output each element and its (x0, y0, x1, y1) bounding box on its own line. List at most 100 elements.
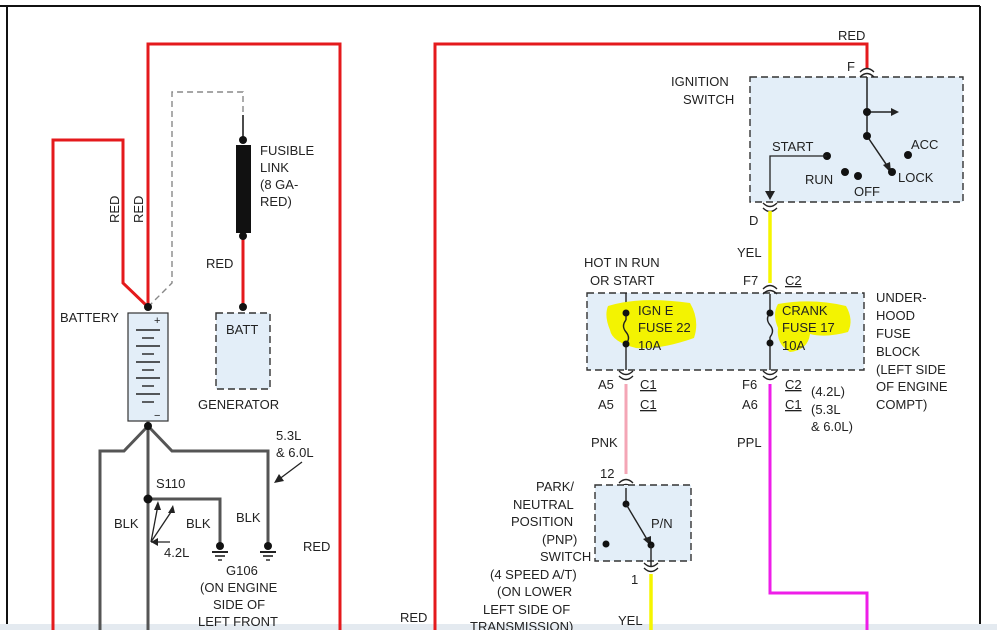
crank-fuse-highlight (775, 301, 851, 352)
crank-fuse (766, 294, 774, 370)
pin-1-label: 1 (631, 572, 638, 587)
ground-splice-dot (144, 422, 152, 430)
lock-dot (888, 168, 896, 176)
red-label-3: RED (206, 256, 233, 271)
svg-text:(ON ENGINE: (ON ENGINE (200, 580, 278, 595)
svg-text:10A: 10A (638, 338, 661, 353)
pnp-blade (625, 503, 649, 542)
battery-pos-dot (144, 303, 152, 311)
ppl-label: PPL (737, 435, 762, 450)
svg-text:(5.3L: (5.3L (811, 402, 841, 417)
pnp-switch-label: PARK/ NEUTRAL POSITION (PNP) SWITCH (4 S… (470, 479, 591, 630)
purple-wire (768, 384, 869, 630)
ground-symbol-1 (212, 542, 228, 561)
pin-1-connector (643, 562, 659, 573)
svg-text:(PNP): (PNP) (542, 532, 577, 547)
a5-label-1: A5 (598, 377, 614, 392)
battery-label: BATTERY (60, 310, 119, 325)
start-contact (769, 155, 827, 196)
c1-label-2: C1 (640, 397, 657, 412)
svg-text:OF ENGINE: OF ENGINE (876, 379, 948, 394)
switch-arm-dot (863, 132, 871, 140)
c1-label-3: C1 (785, 397, 802, 412)
pnp-switch-box (594, 484, 692, 562)
red-wire-main (146, 42, 342, 630)
svg-text:LEFT SIDE OF: LEFT SIDE OF (483, 602, 570, 617)
run-label: RUN (805, 172, 833, 187)
switch-pivot-dot (863, 108, 871, 116)
svg-text:RED): RED) (260, 194, 292, 209)
generator-terminal-box (215, 312, 271, 390)
svg-text:PARK/: PARK/ (536, 479, 574, 494)
svg-text:IGNITION: IGNITION (671, 74, 729, 89)
red-label-4: RED (303, 539, 330, 554)
svg-text:FUSIBLE: FUSIBLE (260, 143, 315, 158)
red-bottom-label: RED (400, 610, 427, 625)
acc-label: ACC (911, 137, 938, 152)
svg-text:5.3L: 5.3L (276, 428, 301, 443)
a5-label-2: A5 (598, 397, 614, 412)
c1-label-1: C1 (640, 377, 657, 392)
switch-arrow-head (891, 108, 899, 116)
a6-label: A6 (742, 397, 758, 412)
f7-connector (762, 284, 778, 295)
svg-text:(ON LOWER: (ON LOWER (497, 584, 572, 599)
acc-dot (904, 151, 912, 159)
svg-text:HOOD: HOOD (876, 308, 915, 323)
battery: + − (127, 312, 169, 422)
svg-text:+: + (154, 315, 160, 327)
fuse-block-label: UNDER- HOOD FUSE BLOCK (LEFT SIDE OF ENG… (876, 290, 948, 412)
pin-12-label: 12 (600, 466, 614, 481)
yel-bottom-label: YEL (618, 613, 643, 628)
red-label-2: RED (131, 196, 146, 223)
svg-text:(8 GA-: (8 GA- (260, 177, 298, 192)
gray-wire-right (146, 424, 270, 546)
svg-text:IGN E: IGN E (638, 303, 674, 318)
svg-text:NEUTRAL: NEUTRAL (513, 497, 574, 512)
c2-top-label: C2 (785, 273, 802, 288)
red-wire-outer (51, 138, 150, 630)
blk-label-2: BLK (186, 516, 211, 531)
svg-text:FUSE 17: FUSE 17 (782, 320, 835, 335)
pnp-open-dot (602, 540, 610, 548)
svg-text:(LEFT SIDE: (LEFT SIDE (876, 362, 946, 377)
blk-label-3: BLK (236, 510, 261, 525)
fusible-link-label: FUSIBLE LINK (8 GA- RED) (260, 143, 315, 209)
gray-wire-g106 (148, 497, 222, 546)
s110-label: S110 (156, 476, 185, 491)
terminal-f-label: F (847, 59, 855, 74)
ign-e-fuse (622, 309, 630, 370)
svg-text:UNDER-: UNDER- (876, 290, 927, 305)
batt-terminal-dot (239, 303, 247, 311)
option-arrows (150, 501, 175, 546)
a5-connector (618, 370, 634, 381)
off-label: OFF (854, 184, 880, 199)
svg-text:−: − (154, 410, 160, 422)
engine-42-label: 4.2L (164, 545, 189, 560)
svg-text:& 6.0L): & 6.0L) (811, 419, 853, 434)
engine-note-arrow (274, 461, 303, 483)
svg-text:FUSE 22: FUSE 22 (638, 320, 691, 335)
svg-text:G106: G106 (226, 563, 258, 578)
svg-text:SWITCH: SWITCH (683, 92, 734, 107)
svg-text:OR START: OR START (590, 273, 655, 288)
svg-text:SWITCH: SWITCH (540, 549, 591, 564)
svg-text:LEFT FRONT: LEFT FRONT (198, 614, 278, 629)
pnk-label: PNK (591, 435, 618, 450)
svg-text:CRANK: CRANK (782, 303, 828, 318)
batt-terminal-label: BATT (226, 322, 258, 337)
blk-label-1: BLK (114, 516, 139, 531)
terminal-d-label: D (749, 213, 758, 228)
g106-label: G106 (ON ENGINE SIDE OF LEFT FRONT (198, 563, 278, 629)
engine-note: 5.3L & 6.0L (276, 428, 314, 460)
red-wire-ignition-feed (433, 42, 869, 630)
run-dot (841, 168, 849, 176)
ign-e-fuse-label: IGN E FUSE 22 10A (638, 303, 691, 353)
svg-text:SIDE OF: SIDE OF (213, 597, 265, 612)
gray-wire-left (98, 424, 150, 630)
c2-bottom-label: C2 (785, 377, 802, 392)
off-dot (854, 172, 862, 180)
svg-text:& 6.0L: & 6.0L (276, 445, 314, 460)
start-arrow-head (765, 191, 775, 200)
